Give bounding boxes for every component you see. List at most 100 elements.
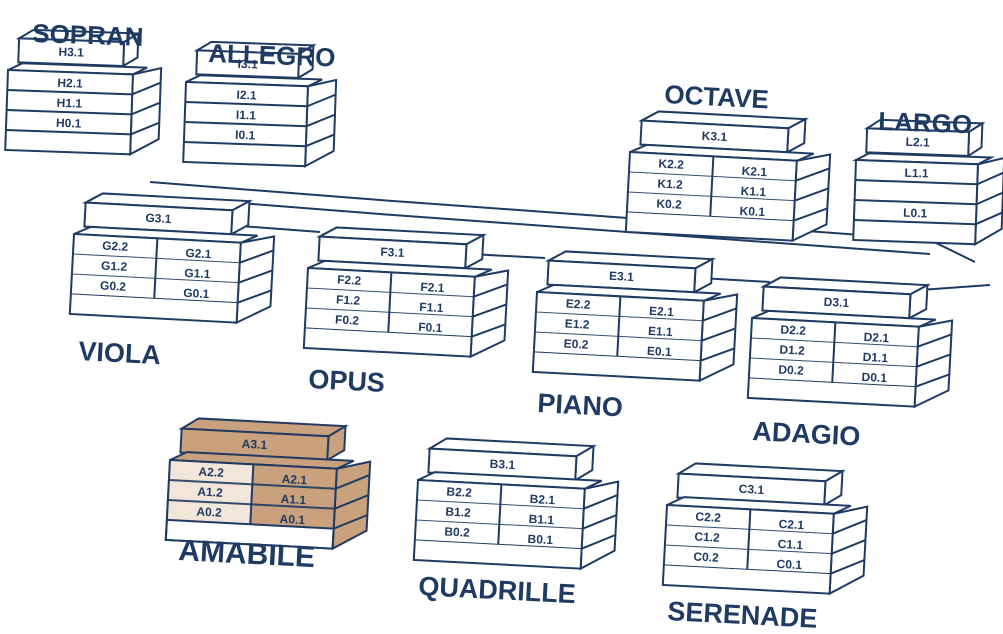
- side-floor-line: [306, 113, 336, 128]
- side-floor-line: [582, 514, 617, 530]
- highlight-left-units: [166, 460, 254, 525]
- unit-G2.1: G2.1: [185, 246, 212, 261]
- unit-F3.1: F3.1: [380, 245, 405, 260]
- unit-K0.2: K0.2: [656, 196, 682, 211]
- unit-B2.2: B2.2: [446, 485, 472, 500]
- unit-C0.1: C0.1: [776, 557, 802, 572]
- building-names-layer: SOPRANALLEGROLARGOOCTAVEVIOLAOPUSPIANOAD…: [32, 18, 973, 634]
- floor-line: [184, 120, 307, 128]
- floor-line: [305, 307, 473, 318]
- side-floor-line: [333, 514, 368, 530]
- building-name-B: QUADRILLE: [418, 571, 577, 609]
- unit-divider: [249, 464, 255, 525]
- unit-C1.1: C1.1: [777, 537, 803, 552]
- building-name-K: OCTAVE: [664, 79, 770, 114]
- floor-line: [534, 331, 702, 342]
- body-side: [331, 460, 372, 551]
- side-floor-line: [701, 327, 736, 342]
- body-side: [469, 269, 510, 359]
- unit-divider: [746, 509, 752, 570]
- unit-F1.2: F1.2: [336, 293, 361, 308]
- building-F: F3.1F2.2F1.2F0.2F2.1F1.1F0.1: [302, 226, 510, 359]
- unit-B0.2: B0.2: [444, 524, 470, 539]
- building-name-G: VIOLA: [78, 336, 162, 370]
- unit-G1.2: G1.2: [101, 258, 128, 273]
- building-A: A3.1A2.2A1.2A0.2A2.1A1.1A0.1: [164, 417, 372, 551]
- unit-divider: [709, 156, 715, 217]
- side-floor-line: [793, 207, 828, 222]
- unit-E1.2: E1.2: [564, 317, 590, 332]
- unit-H0.1: H0.1: [56, 116, 82, 131]
- building-B: B3.1B2.2B1.2B0.2B2.1B1.1B0.1: [412, 437, 620, 571]
- unit-D1.1: D1.1: [862, 350, 888, 365]
- unit-divider: [497, 484, 503, 545]
- floor-line: [185, 100, 308, 108]
- floor-line: [7, 88, 133, 96]
- building-E: E3.1E2.2E1.2E0.2E2.1E1.1E0.1: [531, 250, 739, 383]
- side-floor-line: [237, 289, 272, 304]
- building-name-F: OPUS: [308, 364, 386, 398]
- highlight-right-units: [250, 464, 337, 529]
- side-floor-line: [306, 93, 337, 108]
- floor-line: [664, 544, 832, 555]
- unit-D1.2: D1.2: [779, 342, 805, 357]
- unit-E0.1: E0.1: [647, 344, 673, 359]
- unit-A0.1: A0.1: [279, 512, 305, 527]
- unit-E2.1: E2.1: [649, 304, 675, 319]
- building-G: G3.1G2.2G1.2G0.2G2.1G1.1G0.1: [68, 192, 276, 325]
- floor-line: [628, 171, 796, 182]
- unit-F1.1: F1.1: [419, 300, 444, 315]
- side-floor-line: [975, 211, 1003, 226]
- unit-D2.1: D2.1: [863, 330, 889, 345]
- unit-divider: [387, 272, 393, 333]
- body-side: [129, 66, 163, 157]
- building-name-L: LARGO: [878, 106, 973, 139]
- floor-line: [306, 287, 474, 298]
- building-H: H3.1H2.1H1.1H0.1: [4, 28, 163, 157]
- floor-line: [533, 351, 701, 362]
- building-name-E: PIANO: [537, 388, 624, 422]
- unit-F0.2: F0.2: [335, 312, 360, 327]
- side-floor-line: [238, 269, 273, 284]
- side-floor-line: [917, 333, 952, 348]
- unit-E0.2: E0.2: [563, 336, 589, 351]
- floor-line: [71, 273, 239, 284]
- unit-B3.1: B3.1: [489, 457, 515, 472]
- unit-L0.1: L0.1: [903, 206, 928, 221]
- floor-line: [414, 539, 582, 550]
- unit-H2.1: H2.1: [57, 76, 83, 91]
- unit-I1.1: I1.1: [236, 108, 257, 123]
- floor-line: [6, 108, 132, 116]
- side-floor-line: [335, 474, 370, 490]
- unit-H3.1: H3.1: [58, 45, 84, 60]
- floor-line: [535, 311, 703, 322]
- floor-line: [665, 524, 833, 535]
- building-D: D3.1D2.2D1.2D0.2D2.1D1.1D0.1: [746, 276, 954, 409]
- unit-C3.1: C3.1: [738, 482, 764, 497]
- unit-C2.1: C2.1: [778, 517, 804, 532]
- unit-A1.2: A1.2: [197, 484, 223, 499]
- side-floor-line: [976, 171, 1003, 186]
- unit-C1.2: C1.2: [694, 529, 720, 544]
- side-floor-line: [305, 133, 335, 148]
- body-side: [913, 319, 954, 409]
- body-side: [828, 505, 869, 596]
- unit-K3.1: K3.1: [701, 129, 727, 144]
- body-side: [304, 78, 338, 168]
- floor-line: [626, 211, 794, 222]
- unit-L2.1: L2.1: [905, 135, 930, 150]
- unit-G1.1: G1.1: [184, 266, 211, 281]
- side-floor-line: [583, 494, 618, 510]
- unit-divider: [153, 238, 159, 299]
- unit-K1.2: K1.2: [657, 176, 683, 191]
- floor-line: [166, 518, 334, 530]
- side-floor-line: [831, 539, 866, 555]
- building-I: I3.1I2.1I1.1I0.1: [182, 40, 338, 168]
- unit-B1.1: B1.1: [528, 512, 554, 527]
- unit-L1.1: L1.1: [904, 166, 929, 181]
- floor-line: [854, 198, 977, 206]
- building-name-I: ALLEGRO: [208, 38, 336, 72]
- body-side: [791, 153, 832, 243]
- walkway-line-3: [239, 225, 321, 233]
- side-floor-line: [700, 347, 735, 362]
